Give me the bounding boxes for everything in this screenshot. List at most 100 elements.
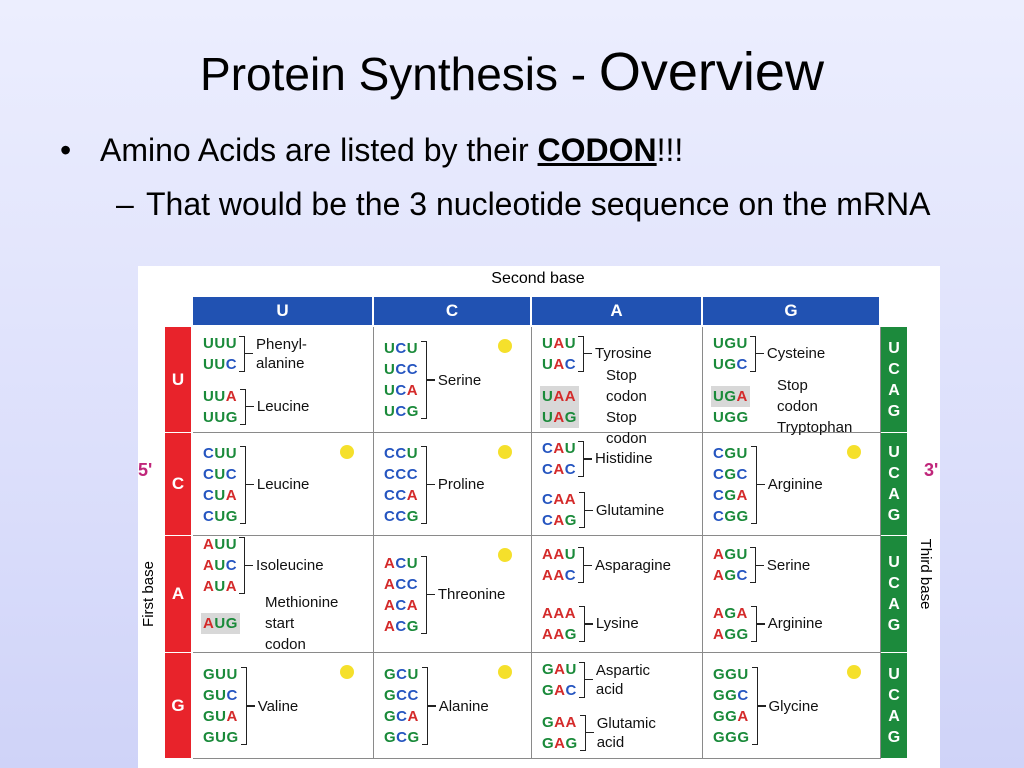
amino-acid-label: Phenyl- alanine [256, 335, 307, 372]
codon: CGG [713, 506, 749, 527]
nucleotide: A [203, 615, 215, 633]
nucleotide: U [215, 687, 227, 704]
brace-tick [584, 623, 593, 625]
codon: UAA [540, 385, 579, 407]
amino-acid-label: Arginine [767, 615, 823, 633]
brace [750, 445, 757, 524]
codon: GUU [203, 664, 239, 685]
nucleotide: U [214, 556, 226, 574]
brace-tick [427, 705, 436, 707]
nucleotide: U [713, 408, 725, 426]
yellow-dot [847, 445, 861, 459]
nucleotide: U [713, 334, 725, 352]
nucleotide: A [564, 387, 577, 405]
brace [578, 547, 585, 584]
nucleotide: G [713, 666, 726, 683]
nucleotide: C [395, 617, 407, 635]
amino-acid-label: Glutamic acid [596, 714, 656, 751]
codon: CGA [713, 485, 749, 506]
nucleotide: U [214, 408, 226, 426]
third-base-letter: G [887, 402, 901, 420]
codon: CUU [203, 443, 238, 464]
codon: AGU [713, 544, 748, 565]
nucleotide: A [553, 625, 565, 643]
brace [239, 388, 246, 425]
brace-tick [426, 379, 435, 381]
nucleotide: A [384, 596, 396, 614]
amino-acid-label: Threonine [437, 586, 506, 603]
codon: GGU [713, 664, 750, 685]
nucleotide: A [564, 491, 577, 509]
codon: GAA [542, 712, 578, 733]
brace-tick [585, 731, 594, 734]
brace-tick [426, 483, 435, 486]
nucleotide: U [214, 507, 226, 525]
codon: AAU [542, 544, 576, 565]
nucleotide: A [554, 681, 566, 699]
codon: CAU [542, 438, 576, 459]
nucleotide: C [395, 575, 407, 593]
nucleotide: G [542, 681, 555, 699]
nucleotide: U [542, 408, 554, 426]
nucleotide: C [384, 444, 396, 462]
nucleotide: C [406, 465, 419, 483]
nucleotide: G [225, 615, 238, 633]
nucleotide: G [542, 734, 555, 752]
nucleotide: C [225, 556, 238, 574]
nucleotide: U [384, 361, 396, 378]
third-base-letter: G [887, 507, 901, 524]
brace [578, 661, 585, 698]
third-base-letter: A [888, 707, 900, 725]
five-prime-label: 5' [138, 460, 153, 480]
row-header-g: G [165, 653, 191, 758]
nucleotide: U [226, 666, 238, 683]
third-base-letter: U [888, 554, 900, 571]
nucleotide: C [564, 567, 577, 585]
nucleotide: G [406, 507, 419, 525]
nucleotide: G [542, 660, 555, 678]
codon: GUC [203, 685, 239, 706]
codon: UUU [203, 333, 237, 354]
title-part2: Overview [598, 42, 824, 102]
nucleotide: G [203, 666, 216, 683]
nucleotide: A [384, 554, 396, 572]
nucleotide: A [713, 604, 725, 622]
codon: UAC [542, 354, 576, 375]
third-base-letter: C [888, 575, 900, 592]
nucleotide: C [565, 681, 577, 699]
nucleotide: G [384, 687, 397, 704]
row-header-u: U [165, 327, 191, 432]
codon: GUA [203, 706, 239, 727]
nucleotide: G [564, 625, 577, 643]
nucleotide: A [554, 713, 566, 731]
nucleotide: C [737, 687, 749, 704]
second-base-label: Second base [491, 270, 585, 287]
nucleotide: U [406, 554, 419, 572]
brace-tick [245, 405, 254, 408]
codon-table: Second base First base Third base 5' 3' … [138, 266, 940, 768]
nucleotide: U [713, 387, 725, 405]
brace-tick [755, 352, 764, 355]
codon: ACG [384, 616, 419, 637]
nucleotide: C [406, 575, 419, 593]
yellow-dot [340, 445, 354, 459]
nucleotide: C [736, 567, 748, 585]
nucleotide: A [406, 596, 419, 614]
brace-tick [245, 352, 254, 355]
nucleotide: G [737, 729, 750, 746]
nucleotide: G [725, 708, 738, 725]
codon: CAA [542, 489, 577, 510]
